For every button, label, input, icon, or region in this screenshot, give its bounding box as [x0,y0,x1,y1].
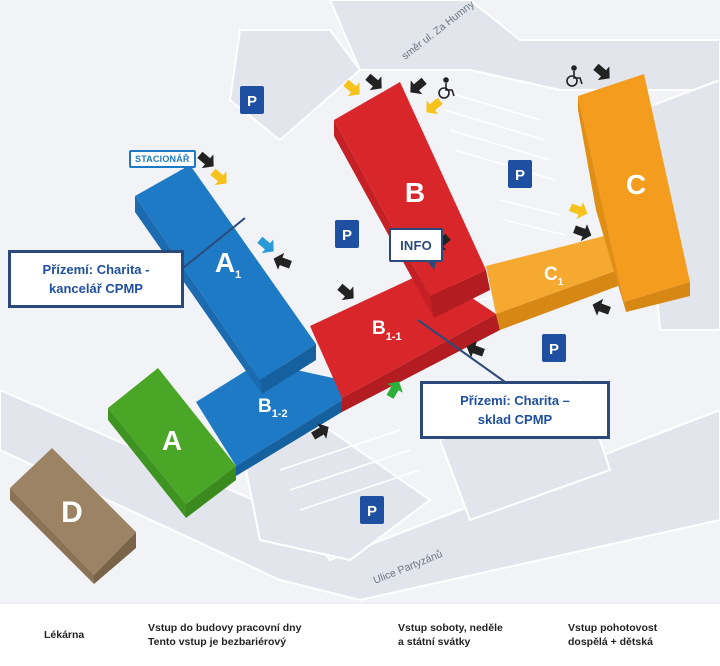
wheelchair-icon [438,77,455,99]
building-b-label: B [405,177,425,208]
legend-weekend-line2: a státní svátky [398,636,471,648]
callout-b-line1: Přízemí: Charita – [460,393,570,408]
building-b1-2-label: B1-2 [258,396,288,420]
callout-a-leader [182,217,246,269]
building-c-label: C [626,169,646,200]
svg-text:P: P [515,167,525,184]
building-c1[interactable]: C1 [486,236,618,330]
building-d[interactable]: D [10,448,136,584]
building-a1-label: A1 [215,247,241,281]
legend-weekday-line2: Tento vstup je bezbariérový [148,636,287,648]
callout-charita-storage: Přízemí: Charita – sklad CPMP [420,381,610,439]
building-a-small-label: A [162,425,182,456]
wheelchair-icon [566,65,583,87]
building-c[interactable]: C [578,74,690,312]
legend-weekday-line1: Vstup do budovy pracovní dny [148,622,302,634]
building-c1-label: C1 [544,264,564,288]
stacionar-tag: STACIONÁŘ [129,150,196,168]
callout-b-line2: sklad CPMP [477,412,553,427]
building-a-small[interactable]: A [108,368,236,518]
callout-a-line1: Přízemí: Charita - [42,262,150,277]
info-tag[interactable]: INFO [389,228,443,262]
legend: Lékárna Vstup do budovy pracovní dny Ten… [0,604,720,666]
building-b1-1-label: B1-1 [372,318,402,343]
road-top [328,0,720,91]
parking-sign-1: P [240,86,264,114]
svg-text:P: P [342,227,352,244]
stacionar-pointer [180,170,190,178]
parking-sign-5: P [360,496,384,524]
svg-text:P: P [549,341,559,358]
parking-sign-4: P [542,334,566,362]
legend-emergency-line2: dospělá + dětská [568,636,653,648]
building-d-label: D [61,496,83,529]
parking-sign-2: P [508,160,532,188]
building-b1-2[interactable]: B1-2 [196,362,342,476]
building-b[interactable]: B [334,82,490,318]
svg-text:P: P [247,93,257,110]
legend-weekday: Vstup do budovy pracovní dny Tento vstup… [148,621,301,649]
callout-a-line2: kancelář CPMP [49,281,143,296]
callout-b-leader [417,319,506,383]
legend-weekend: Vstup soboty, neděle a státní svátky [398,621,503,649]
callout-charita-office: Přízemí: Charita - kancelář CPMP [8,250,184,308]
svg-text:P: P [367,503,377,520]
legend-pharmacy: Lékárna [44,629,85,641]
building-a1[interactable]: A1 [135,165,316,394]
legend-weekend-line1: Vstup soboty, neděle [398,622,503,634]
legend-emergency-line1: Vstup pohotovost [568,622,658,634]
legend-emergency: Vstup pohotovost dospělá + dětská [568,621,657,649]
map-wheelchair-icons [438,65,583,99]
parking-sign-3: P [335,220,359,248]
